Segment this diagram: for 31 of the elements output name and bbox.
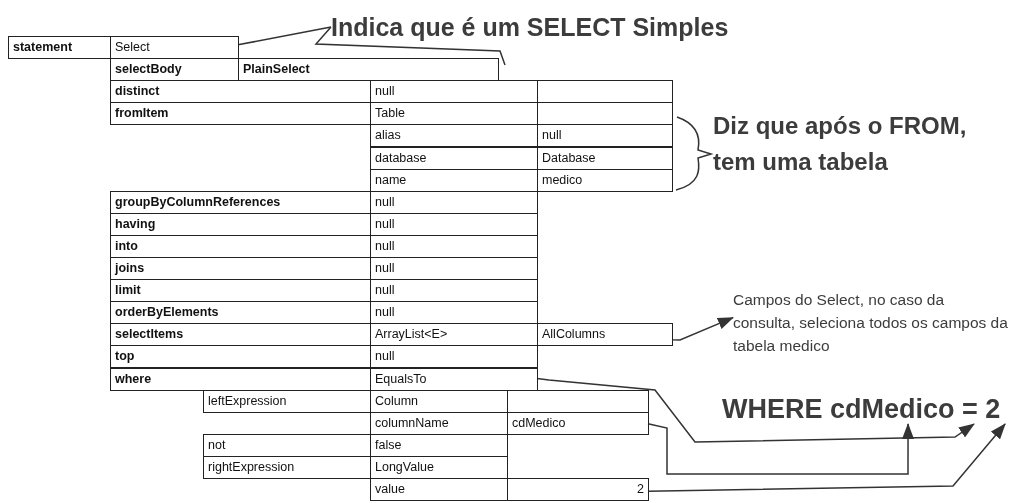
field-name: fromItem	[110, 102, 371, 126]
arrow	[671, 316, 734, 341]
annotation-text: Diz que após o FROM, tem uma tabela	[713, 111, 968, 177]
arrow	[536, 377, 975, 443]
field-value: not	[203, 433, 371, 457]
field-value: rightExpression	[203, 455, 371, 479]
field-value: leftExpression	[203, 389, 371, 413]
arrow	[647, 423, 915, 475]
note-text: Campos do Select, no caso da consulta, seleciona todos os campos da tabela medico	[733, 288, 1010, 357]
field-value: Select	[110, 36, 239, 60]
field-name: PlainSelect	[238, 58, 499, 82]
where-clause-text: WHERE cdMedico = 2	[722, 394, 1010, 424]
field-value: null	[370, 345, 538, 369]
callout-line	[237, 26, 506, 66]
empty-cell	[537, 80, 673, 104]
field-value: null	[537, 124, 673, 148]
field-value: alias	[370, 124, 538, 148]
field-value: AllColumns	[537, 323, 673, 347]
field-name: groupByColumnReferences	[110, 190, 371, 214]
field-value: 2	[507, 478, 649, 502]
field-value: medico	[537, 168, 673, 192]
field-name: top	[110, 345, 371, 369]
field-name: statement	[8, 36, 111, 60]
field-value: Database	[537, 146, 673, 170]
arrow	[647, 423, 1006, 492]
field-name: where	[110, 367, 371, 391]
field-value: value	[370, 478, 508, 502]
callout-text: Indica que é um SELECT Simples	[331, 10, 801, 44]
field-value: database	[370, 146, 538, 170]
field-value: cdMedico	[507, 411, 649, 435]
field-value: EqualsTo	[370, 367, 538, 391]
